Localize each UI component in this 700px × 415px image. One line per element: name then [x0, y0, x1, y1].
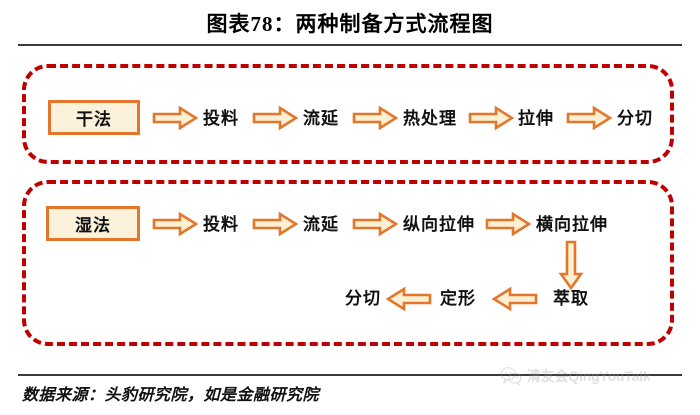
watermark: 清友会QingYouTalk [500, 366, 651, 386]
step-label-wet-3: 纵向拉伸 [403, 215, 475, 234]
source-note: 数据来源：头豹研究院，如是金融研究院 [22, 387, 320, 404]
step-label-dry-2: 流延 [303, 109, 339, 128]
step-label-dry-4: 拉伸 [518, 109, 554, 128]
step-label-wet-4: 横向拉伸 [536, 215, 608, 234]
step-label-dry-5: 分切 [617, 109, 653, 128]
arrow-right-icon [352, 105, 398, 131]
method-box-wet[interactable]: 湿法 [46, 206, 140, 241]
step-label-dry-3: 热处理 [403, 109, 457, 128]
title-divider [18, 44, 682, 46]
arrow-right-icon [566, 105, 612, 131]
arrow-left-icon [386, 286, 432, 312]
process-group-wet [22, 180, 674, 346]
arrow-right-icon [485, 211, 531, 237]
process-group-dry [22, 64, 674, 164]
arrow-left-icon [492, 286, 538, 312]
arrow-down-icon [558, 240, 584, 290]
method-box-dry[interactable]: 干法 [48, 100, 140, 135]
page-title: 图表78：两种制备方式流程图 [206, 12, 494, 36]
wechat-icon [500, 367, 522, 386]
arrow-right-icon [468, 105, 514, 131]
step-label-wet-1: 投料 [203, 215, 239, 234]
watermark-text: 清友会QingYouTalk [527, 368, 651, 384]
step-label-wet-2: 流延 [303, 215, 339, 234]
arrow-right-icon [252, 211, 298, 237]
footer-divider [18, 374, 682, 376]
step-label-wet-7: 分切 [345, 289, 381, 308]
step-label-dry-1: 投料 [203, 109, 239, 128]
arrow-right-icon [152, 211, 198, 237]
arrow-right-icon [152, 105, 198, 131]
arrow-right-icon [352, 211, 398, 237]
step-label-wet-6: 定形 [440, 289, 476, 308]
step-label-wet-5: 萃取 [553, 289, 589, 308]
arrow-right-icon [252, 105, 298, 131]
